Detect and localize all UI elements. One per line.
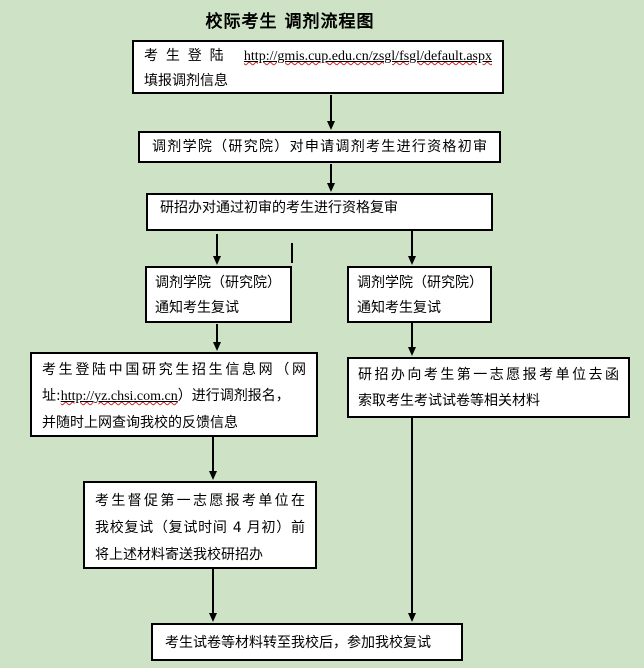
initial-review-text: 调剂学院（研究院）对申请调剂考生进行资格初审 bbox=[152, 139, 487, 155]
arrow-notify-to-chsi-head bbox=[213, 342, 221, 351]
flow-box-chsi-register: 考生登陆中国研究生招生信息网（网 址:http://yz.chsi.com.cn… bbox=[30, 352, 318, 437]
urge-line3: 将上述材料寄送我校研招办 bbox=[95, 547, 263, 563]
connector-segment bbox=[291, 243, 293, 263]
login-url-link[interactable]: http://gmis.cup.edu.cn/zsgl/fsgl/default… bbox=[243, 49, 492, 64]
notify-left-line2: 通知考生复试 bbox=[155, 300, 239, 316]
notify-left-line1: 调剂学院（研究院） bbox=[155, 275, 281, 291]
chsi-line2-suffix: ）进行调剂报名， bbox=[177, 388, 290, 404]
notify-right-line1: 调剂学院（研究院） bbox=[357, 275, 483, 291]
flowchart-title: 校际考生 调剂流程图 bbox=[205, 12, 375, 32]
arrow-review-to-notify-left-line bbox=[216, 234, 218, 257]
arrow-urge-to-final-line bbox=[212, 569, 214, 614]
flow-box-notify-right: 调剂学院（研究院） 通知考生复试 bbox=[347, 266, 492, 323]
arrow-notify-to-request-head bbox=[408, 347, 416, 356]
arrow-request-to-final-line bbox=[411, 418, 413, 614]
flow-box-initial-review: 调剂学院（研究院）对申请调剂考生进行资格初审 bbox=[138, 131, 501, 163]
flow-box-login: 考生登陆 http://gmis.cup.edu.cn/zsgl/fsgl/de… bbox=[132, 40, 504, 94]
arrow-login-to-initial-head bbox=[327, 121, 335, 130]
chsi-line1: 考生登陆中国研究生招生信息网（网 bbox=[42, 362, 306, 378]
arrow-initial-to-second-head bbox=[327, 183, 335, 192]
flow-box-second-review: 研招办对通过初审的考生进行资格复审 bbox=[146, 193, 493, 231]
chsi-line3: 并随时上网查询我校的反馈信息 bbox=[42, 415, 238, 431]
arrow-initial-to-second-line bbox=[330, 164, 332, 184]
flow-box-final: 考生试卷等材料转至我校后，参加我校复试 bbox=[151, 623, 463, 661]
chsi-line2: 址:http://yz.chsi.com.cn）进行调剂报名， bbox=[42, 383, 306, 410]
arrow-review-to-notify-left-head bbox=[213, 256, 221, 265]
chsi-line2-prefix: 址: bbox=[42, 388, 61, 404]
spellcheck-wrap: http://gmis.cup.edu.cn/zsgl/fsgl/default… bbox=[244, 48, 492, 64]
second-review-text: 研招办对通过初审的考生进行资格复审 bbox=[160, 200, 398, 216]
final-text: 考生试卷等材料转至我校后，参加我校复试 bbox=[165, 635, 431, 651]
arrow-chsi-to-urge-line bbox=[212, 437, 214, 472]
flow-box-notify-left: 调剂学院（研究院） 通知考生复试 bbox=[145, 266, 292, 323]
request-materials-line2: 索取考生考试试卷等相关材料 bbox=[358, 393, 540, 409]
arrow-request-to-final-head bbox=[408, 613, 416, 622]
arrow-notify-to-request-line bbox=[411, 323, 413, 348]
arrow-chsi-to-urge-head bbox=[209, 471, 217, 480]
spellcheck-wrap: http://yz.chsi.com.cn bbox=[61, 388, 178, 404]
arrow-urge-to-final-head bbox=[209, 613, 217, 622]
arrow-review-to-notify-right-line bbox=[411, 231, 413, 257]
urge-line1: 考生督促第一志愿报考单位在 bbox=[95, 493, 305, 509]
urge-line2: 我校复试（复试时间 4 月初）前 bbox=[95, 520, 305, 536]
arrow-review-to-notify-right-head bbox=[408, 256, 416, 265]
request-materials-line1: 研招办向考生第一志愿报考单位去函 bbox=[358, 367, 619, 383]
login-line1-prefix: 考生登陆 bbox=[144, 48, 244, 64]
arrow-notify-to-chsi-line bbox=[216, 324, 218, 343]
arrow-login-to-initial-line bbox=[330, 95, 332, 122]
notify-right-line2: 通知考生复试 bbox=[357, 300, 441, 316]
flow-box-urge-unit: 考生督促第一志愿报考单位在 我校复试（复试时间 4 月初）前 将上述材料寄送我校… bbox=[83, 481, 317, 569]
flow-box-request-materials: 研招办向考生第一志愿报考单位去函 索取考生考试试卷等相关材料 bbox=[347, 357, 630, 418]
chsi-url-link[interactable]: http://yz.chsi.com.cn bbox=[60, 389, 178, 404]
login-line1: 考生登陆 http://gmis.cup.edu.cn/zsgl/fsgl/de… bbox=[144, 44, 492, 69]
login-line2: 填报调剂信息 bbox=[144, 73, 228, 89]
